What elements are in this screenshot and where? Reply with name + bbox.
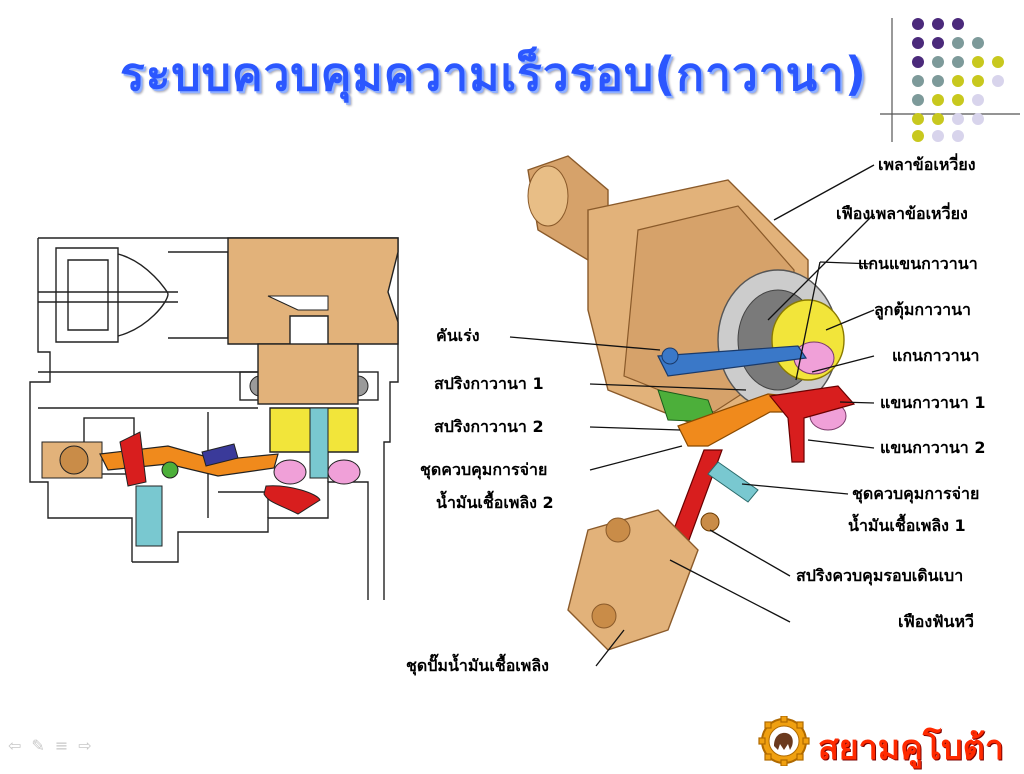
label-idle-spring: สปริงควบคุมรอบเดินเบา <box>796 566 964 585</box>
label-governor-spring-2: สปริงกาวานา 2 <box>434 417 544 436</box>
pen-icon[interactable]: ✎ <box>31 736 45 755</box>
label-governor-shaft: แกนกาวานา <box>892 346 980 365</box>
logo-text: สยามคูโบต้า <box>818 728 1004 768</box>
elephant-gear-icon <box>758 715 810 767</box>
label-crank-gear: เฟืองเพลาข้อเหวี่ยง <box>836 204 968 223</box>
label-crank-shaft: เพลาข้อเหวี่ยง <box>878 155 976 174</box>
prev-slide-icon[interactable]: ⇦ <box>8 736 22 755</box>
label-fuel-control-1-line2: น้ำมันเชื้อเพลิง 1 <box>848 516 966 535</box>
engine-cross-section-diagram <box>29 237 399 600</box>
label-throttle-lever: คันเร่ง <box>436 326 480 345</box>
label-governor-lever-2: แขนกาวานา 2 <box>880 438 986 457</box>
label-fuel-control-2-line1: ชุดควบคุมการจ่าย <box>420 460 548 479</box>
siam-kubota-logo: สยามคูโบต้า <box>756 715 1018 768</box>
slide-title: ระบบควบคุมความเร็วรอบ(กาวานา) <box>120 47 867 101</box>
label-rack-gear: เฟืองฟันหวี <box>898 612 975 631</box>
governor-assembly-diagram <box>527 155 856 651</box>
menu-icon[interactable]: ≡ <box>54 736 69 755</box>
decorative-dot-grid <box>880 18 1020 142</box>
label-governor-lever-1: แขนกาวานา 1 <box>880 393 986 412</box>
slide-nav-bar: ⇦ ✎ ≡ ⇨ <box>8 736 92 755</box>
label-governor-weight: ลูกตุ้มกาวานา <box>874 300 971 319</box>
label-fuel-control-2-line2: น้ำมันเชื้อเพลิง 2 <box>436 493 554 512</box>
next-slide-icon[interactable]: ⇨ <box>78 736 92 755</box>
label-governor-arm-shaft: แกนแขนกาวานา <box>858 254 978 273</box>
label-injection-pump: ชุดปั๊มน้ำมันเชื้อเพลิง <box>406 656 549 675</box>
label-governor-spring-1: สปริงกาวานา 1 <box>434 374 544 393</box>
label-fuel-control-1-line1: ชุดควบคุมการจ่าย <box>852 484 980 503</box>
